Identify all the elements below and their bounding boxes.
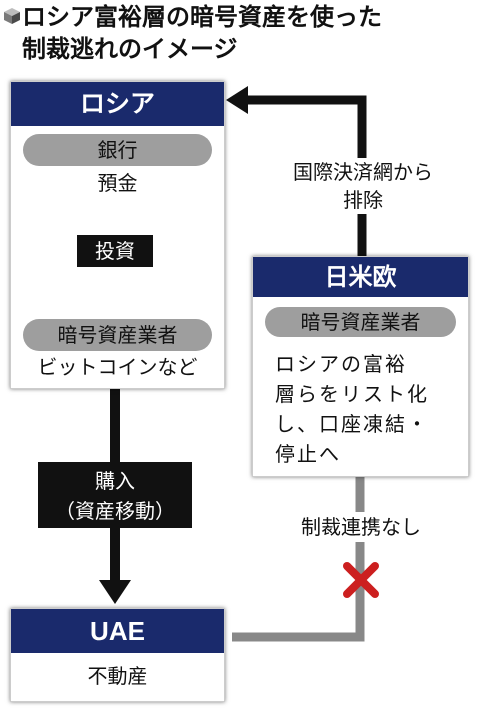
west-body-line-1: ロシアの富裕: [275, 352, 407, 376]
exclusion-line-2: 排除: [343, 188, 383, 212]
crypto-pill-russia: 暗号資産業者: [23, 319, 212, 351]
west-body: ロシアの富裕 層らをリスト化 し、口座凍結・ 停止へ: [275, 349, 465, 469]
west-body-line-4: 停止へ: [275, 442, 341, 466]
exclusion-arrowhead: [226, 86, 248, 114]
west-panel: 日米欧 暗号資産業者 ロシアの富裕 層らをリスト化 し、口座凍結・ 停止へ: [252, 256, 469, 477]
exclusion-line-1: 国際決済網から: [293, 160, 433, 184]
cube-icon: [4, 8, 20, 24]
west-body-line-3: し、口座凍結・: [275, 412, 429, 436]
bank-pill: 銀行: [23, 134, 212, 166]
purchase-line-2: （資産移動）: [55, 499, 175, 523]
russia-panel: ロシア 銀行 預金 暗号資産業者 ビットコインなど: [10, 81, 225, 389]
uae-panel: UAE 不動産: [10, 608, 225, 702]
no-coordination-connector: [232, 465, 365, 642]
purchase-arrowhead: [99, 580, 131, 604]
purchase-line-1: 購入: [95, 469, 135, 493]
russia-header: ロシア: [11, 82, 224, 126]
west-header: 日米欧: [253, 257, 468, 297]
crypto-examples-label: ビットコインなど: [37, 355, 198, 379]
purchase-label: 購入 （資産移動）: [38, 462, 192, 528]
red-cross-icon: [343, 562, 379, 598]
no-coordination-label: 制裁連携なし: [266, 512, 456, 542]
uae-header: UAE: [11, 609, 224, 653]
deposit-label: 預金: [97, 171, 138, 195]
title-line-1: ロシア富裕層の暗号資産を使った: [22, 3, 382, 31]
crypto-pill-west: 暗号資産業者: [265, 307, 456, 337]
exclusion-label: 国際決済網から 排除: [258, 158, 468, 214]
west-body-line-2: 層らをリスト化: [275, 382, 429, 406]
title-line-2: 制裁逃れのイメージ: [22, 35, 238, 63]
real-estate-label: 不動産: [87, 664, 148, 688]
invest-label: 投資: [77, 235, 153, 267]
